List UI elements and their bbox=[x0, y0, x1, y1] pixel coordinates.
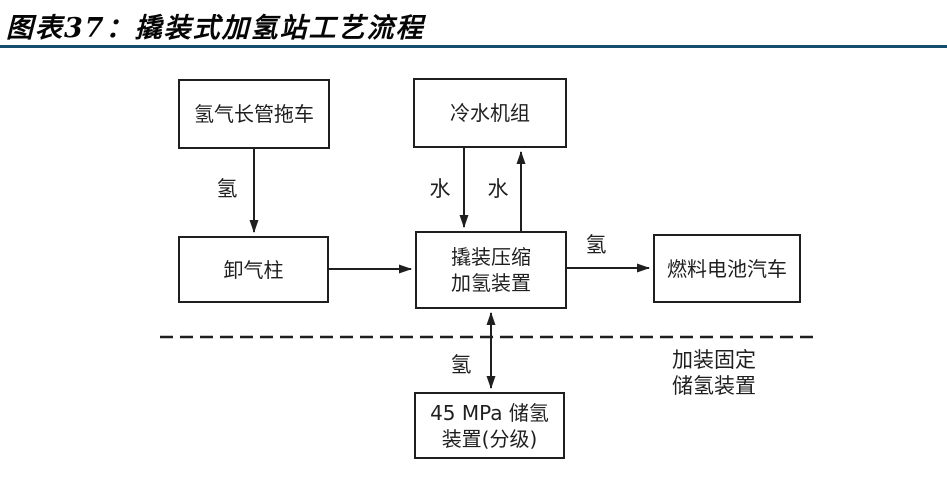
figure-title: 图表37：撬装式加氢站工艺流程 bbox=[6, 13, 425, 44]
node-skid-compressor-refueling-unit: 撬装压缩 加氢装置 bbox=[415, 231, 567, 309]
node-label-line1: 撬装压缩 bbox=[451, 245, 531, 269]
node-label: 燃料电池汽车 bbox=[667, 256, 787, 281]
node-label-line2: 装置(分级) bbox=[441, 426, 538, 451]
flow-label-hydrogen-to-vehicle: 氢 bbox=[585, 233, 607, 257]
flow-label-hydrogen-to-unloading: 氢 bbox=[216, 177, 238, 201]
flow-label-water-return: 水 bbox=[487, 177, 509, 201]
node-45mpa-storage-unit: 45 MPa 储氢 装置(分级) bbox=[414, 392, 565, 459]
node-gas-unloading-column: 卸气柱 bbox=[178, 236, 329, 303]
node-label: 冷水机组 bbox=[450, 101, 530, 125]
annotation-line2: 储氢装置 bbox=[672, 374, 756, 398]
flow-label-hydrogen-to-storage: 氢 bbox=[450, 353, 472, 377]
annotation-line1: 加装固定 bbox=[672, 348, 756, 372]
node-label: 氢气长管拖车 bbox=[194, 102, 314, 126]
title-underline bbox=[0, 45, 947, 48]
node-label: 卸气柱 bbox=[223, 257, 284, 282]
node-hydrogen-tube-trailer: 氢气长管拖车 bbox=[178, 79, 330, 149]
fixed-storage-annotation: 加装固定 储氢装置 bbox=[672, 347, 772, 399]
node-chiller-unit: 冷水机组 bbox=[413, 78, 567, 148]
node-label-line2: 加氢装置 bbox=[451, 271, 531, 295]
node-fuel-cell-vehicle: 燃料电池汽车 bbox=[653, 234, 801, 303]
flow-label-water-supply: 水 bbox=[429, 177, 451, 201]
node-label-line1: 45 MPa 储氢 bbox=[430, 400, 549, 425]
